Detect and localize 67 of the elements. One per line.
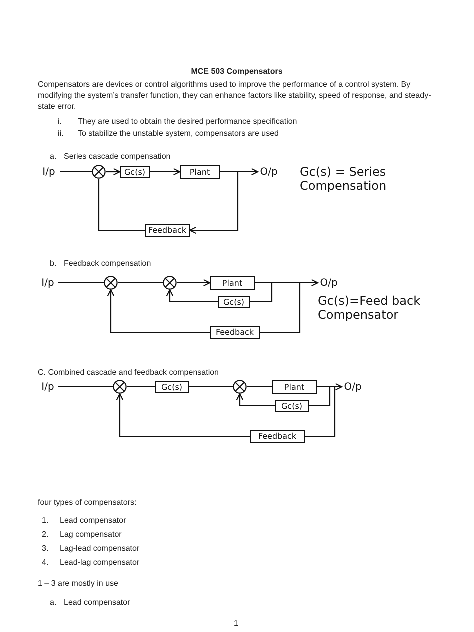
list-marker: 4.	[42, 557, 49, 568]
handwritten-note: Gc(s) = Series Compensation	[300, 165, 388, 193]
transfer-block: Gc(s)	[120, 166, 150, 178]
list-item: They are used to obtain the desired performance specification	[78, 116, 298, 127]
arrow	[236, 393, 275, 407]
arrow	[189, 171, 239, 234]
transfer-block: Gc(s)	[155, 381, 189, 393]
list-item: Lead compensator	[60, 515, 126, 526]
summing-junction	[233, 380, 247, 394]
transfer-block: Feedback	[145, 224, 190, 237]
section-heading: Feedback compensation	[64, 258, 152, 269]
signal-line	[117, 282, 163, 284]
text-line: 1 – 3 are mostly in use	[38, 578, 118, 589]
summing-junction	[163, 276, 177, 290]
signal-line	[309, 386, 331, 407]
signal-line	[188, 386, 233, 388]
signal-line	[255, 282, 301, 334]
signal-line	[305, 386, 336, 438]
list-item: To stabilize the unstable system, compensators are used	[78, 128, 279, 139]
page-number: 1	[234, 618, 238, 629]
signal-label: O/p	[318, 277, 340, 289]
list-marker: 3.	[42, 543, 49, 554]
list-marker: a.	[50, 597, 57, 608]
arrow	[176, 279, 211, 287]
signal-line	[250, 282, 273, 303]
arrow	[107, 289, 210, 334]
signal-line	[246, 386, 272, 388]
transfer-block: Gc(s)	[275, 400, 309, 412]
list-marker: a.	[50, 151, 57, 162]
list-item: Lead compensator	[64, 597, 130, 608]
list-marker: 1.	[42, 515, 49, 526]
arrow	[166, 289, 218, 303]
arrow	[116, 393, 250, 438]
list-marker: 2.	[42, 529, 49, 540]
signal-line	[98, 179, 145, 232]
text-line: four types of compensators:	[38, 497, 137, 508]
transfer-block: Feedback	[250, 430, 305, 443]
summing-junction	[92, 165, 106, 179]
section-heading: Series cascade compensation	[64, 151, 171, 162]
arrow	[149, 168, 181, 176]
signal-label: O/p	[258, 166, 280, 178]
list-item: Lag compensator	[60, 529, 122, 540]
signal-label: O/p	[342, 381, 364, 393]
list-marker: b.	[50, 258, 57, 269]
list-item: Lead-lag compensator	[60, 557, 140, 568]
arrow	[105, 168, 121, 176]
signal-line	[126, 386, 155, 388]
list-marker: i.	[58, 116, 62, 127]
signal-label: I/p	[38, 166, 60, 178]
summing-junction	[104, 276, 118, 290]
signal-line	[57, 386, 113, 388]
list-item: Lag-lead compensator	[60, 543, 140, 554]
signal-line	[57, 282, 104, 284]
signal-label: I/p	[38, 277, 58, 289]
transfer-block: Gc(s)	[218, 296, 250, 308]
page-title: MCE 503 Compensators	[190, 66, 284, 77]
summing-junction	[113, 380, 127, 394]
section-heading: C. Combined cascade and feedback compensation	[38, 367, 219, 378]
list-marker: ii.	[58, 128, 64, 139]
transfer-block: Plant	[210, 276, 255, 290]
intro-paragraph: Compensators are devices or control algorithms used to improve the performance of a control system. By modifying the system’s transfer function, they can enhance factors like stability, speed of response, and steady-state error.	[38, 79, 432, 112]
transfer-block: Plant	[180, 165, 220, 179]
signal-line	[59, 171, 92, 173]
transfer-block: Plant	[272, 380, 317, 394]
signal-label: I/p	[38, 381, 58, 393]
transfer-block: Feedback	[210, 326, 260, 339]
handwritten-note: Gc(s)=Feed back Compensator	[318, 294, 422, 322]
